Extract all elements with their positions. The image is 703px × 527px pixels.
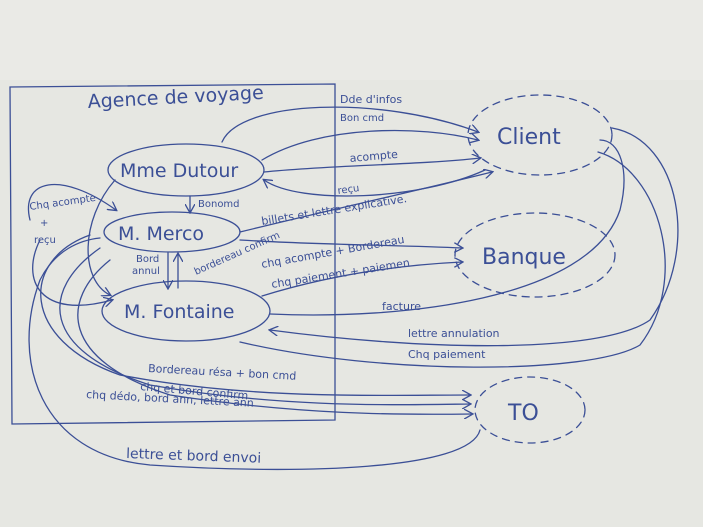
label-recu-top: reçu — [337, 183, 360, 197]
label-acompte: acompte — [349, 148, 398, 165]
edge-acompte — [263, 158, 480, 173]
node-fontaine-label: M. Fontaine — [124, 301, 235, 323]
edge-lettre-annulation — [270, 127, 679, 347]
agency-box — [9, 83, 336, 425]
node-fontaine-shape — [101, 280, 271, 342]
node-dutour-label: Mme Dutour — [120, 160, 238, 182]
label-bon-cmd: Bon cmd — [340, 113, 384, 124]
node-client-label: Client — [497, 125, 561, 150]
label-lettre-annulation: lettre annulation — [408, 327, 500, 340]
node-dutour-shape — [107, 143, 265, 197]
edge-chq-paiement — [239, 151, 666, 368]
label-bord-annul-2: annul — [132, 266, 160, 277]
edge-bordereau-resa — [40, 234, 470, 395]
label-lettre-bord-envoi: lettre et bord envoi — [126, 446, 262, 467]
edge-chq-dedo — [77, 259, 472, 414]
edge-dutour-fontaine — [87, 179, 116, 295]
edge-chq-acompte-bord — [239, 239, 462, 248]
node-to-label: TO — [507, 401, 539, 426]
edge-chq-bord-confirm — [59, 247, 470, 405]
edge-lettre-bord-envoi — [28, 237, 481, 471]
label-recu-left: reçu — [34, 235, 56, 246]
edge-billets — [239, 172, 492, 233]
node-merco-label: M. Merco — [118, 223, 204, 245]
label-bonomd: Bonomd — [198, 199, 240, 210]
edge-facture — [269, 139, 625, 316]
node-banque-shape — [454, 212, 616, 298]
label-bord-annul-1: Bord — [136, 254, 159, 265]
edge-bon-cmd — [261, 129, 478, 161]
edge-dde-infos — [221, 106, 478, 143]
node-banque-label: Banque — [482, 245, 566, 270]
label-facture: facture — [382, 300, 421, 313]
node-to-shape — [474, 376, 586, 444]
label-chq-paiement: Chq paiement — [408, 348, 486, 361]
edge-client-merco-left — [27, 183, 116, 221]
node-client-shape — [467, 94, 613, 176]
edge-chq-paiement-banque — [261, 262, 462, 297]
label-plus: + — [40, 218, 48, 229]
label-dde-infos: Dde d'infos — [340, 93, 402, 106]
